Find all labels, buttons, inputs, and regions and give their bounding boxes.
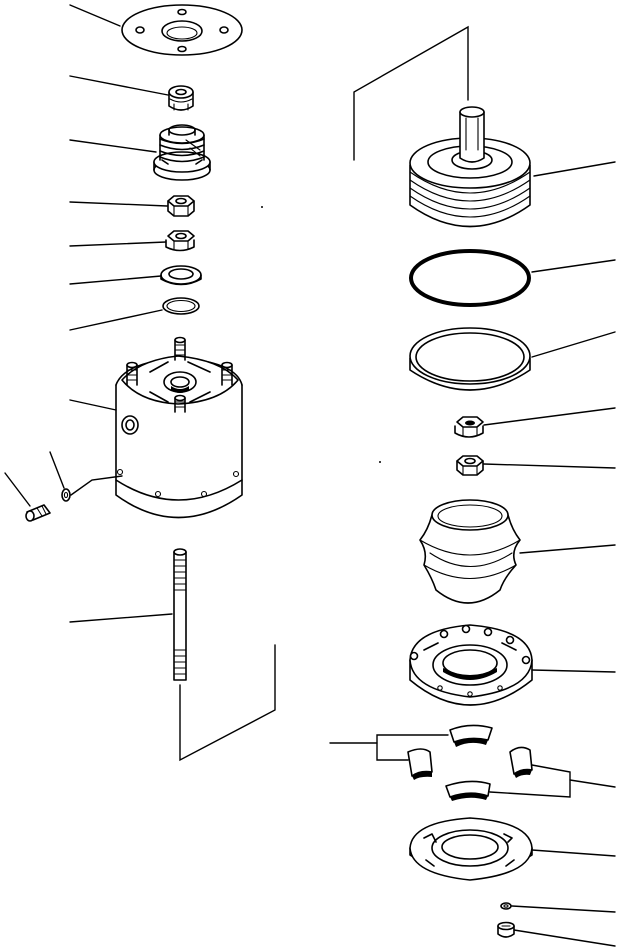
- lock-washer: [61, 488, 71, 502]
- flange-plate: [121, 4, 243, 56]
- hex-nut-2: [456, 455, 484, 476]
- o-ring-small: [162, 297, 200, 315]
- flange-nut-2: [454, 416, 484, 438]
- stud-shaft: [173, 548, 187, 681]
- segment-pads: [407, 724, 533, 801]
- housing: [115, 336, 243, 519]
- bellows-boot: [419, 499, 521, 604]
- o-ring-large: [409, 249, 531, 307]
- flange-nut-1: [165, 230, 195, 252]
- leader-lines-left: [4, 4, 173, 623]
- lock-nut-small: [168, 85, 194, 111]
- hex-nut-1: [167, 195, 195, 217]
- piston-with-shaft: [409, 106, 531, 228]
- washer-ring: [160, 265, 202, 286]
- screw-small: [497, 921, 515, 938]
- backup-ring: [409, 327, 531, 391]
- bolt: [25, 504, 51, 522]
- base-plate: [409, 817, 533, 881]
- retainer-housing: [409, 624, 533, 706]
- spring-assembly: [153, 124, 211, 181]
- leader-lines-right: [329, 161, 616, 947]
- washer-small: [500, 902, 512, 910]
